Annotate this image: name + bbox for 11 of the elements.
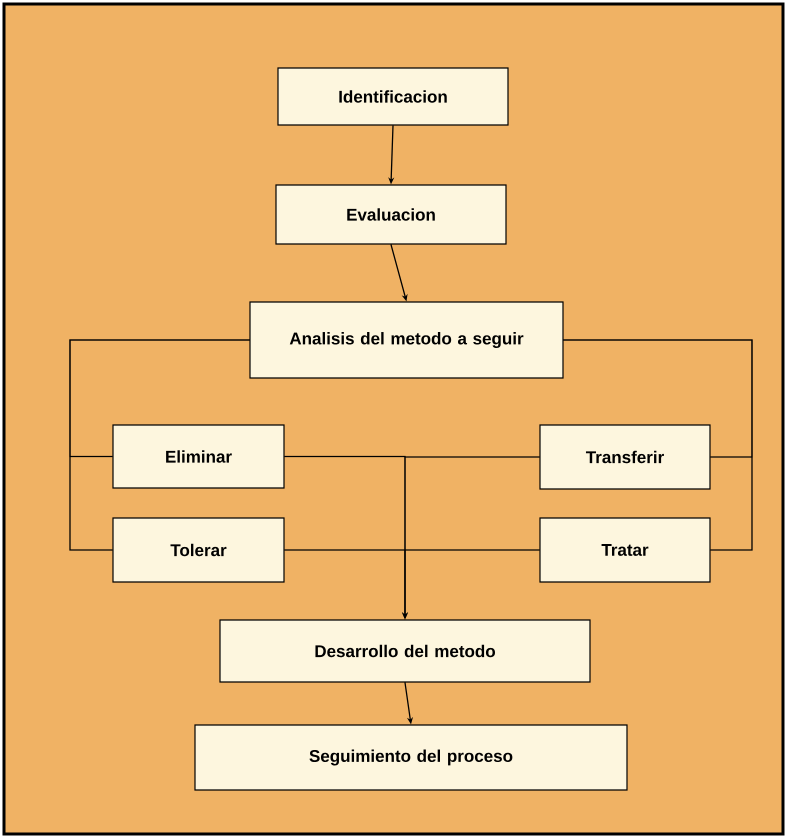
- process-box: Desarrollo del metodo: [219, 619, 591, 683]
- process-box: Eliminar: [112, 424, 285, 489]
- connector-line: [69, 339, 250, 551]
- process-box: Tolerar: [112, 517, 285, 583]
- process-box: Identificacion: [277, 67, 509, 126]
- process-box: Analisis del metodo a seguir: [249, 301, 564, 379]
- process-box: Tratar: [539, 517, 711, 583]
- process-box: Evaluacion: [275, 184, 507, 245]
- process-box: Seguimiento del proceso: [194, 724, 628, 791]
- process-box: Transferir: [539, 424, 711, 490]
- connector-line: [564, 339, 753, 551]
